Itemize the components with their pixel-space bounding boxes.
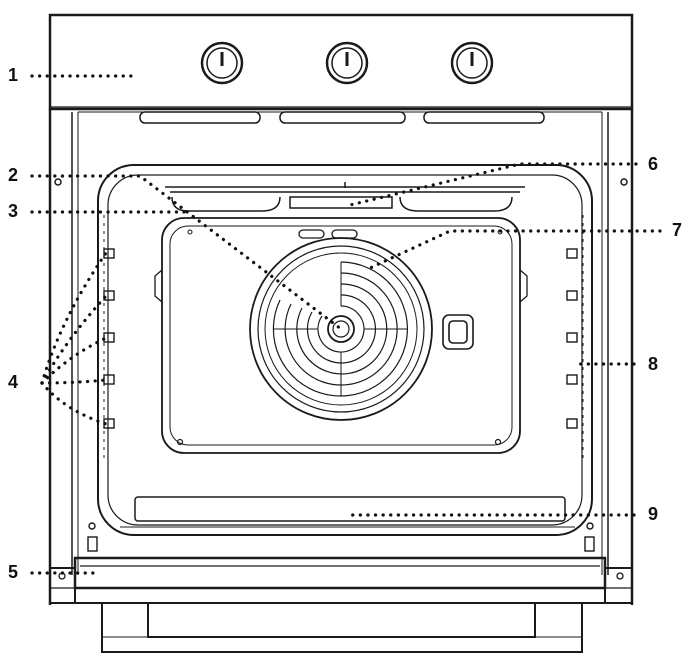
- leader-line-7: [368, 229, 662, 270]
- fan-cover: [249, 237, 433, 421]
- leader-lines-4: [40, 251, 108, 426]
- oven-body: [48, 109, 634, 605]
- callout-label-1: 1: [8, 65, 18, 85]
- oven-lamp: [442, 314, 474, 350]
- callout-label-7: 7: [672, 220, 682, 240]
- oven-cavity: [97, 164, 593, 536]
- callout-label-8: 8: [648, 354, 658, 374]
- shelf-runners-right: [566, 215, 584, 460]
- callout-label-2: 2: [8, 165, 18, 185]
- control-knob-middle: [325, 41, 369, 85]
- callout-label-3: 3: [8, 201, 18, 221]
- control-knob-right: [450, 41, 494, 85]
- top-heating-element: [165, 182, 525, 212]
- control-knob-left: [200, 41, 244, 85]
- callout-label-6: 6: [648, 154, 658, 174]
- callout-label-4: 4: [8, 372, 18, 392]
- bottom-heating-element: [120, 496, 575, 528]
- oven-base: [101, 603, 583, 653]
- callout-label-9: 9: [648, 504, 658, 524]
- control-panel: [48, 13, 634, 111]
- callout-label-5: 5: [8, 562, 18, 582]
- leader-line-6: [348, 162, 638, 207]
- door-hinges: [87, 522, 595, 552]
- oven-door: [49, 556, 633, 604]
- vent-slots: [139, 111, 545, 124]
- leader-line-2: [30, 174, 343, 331]
